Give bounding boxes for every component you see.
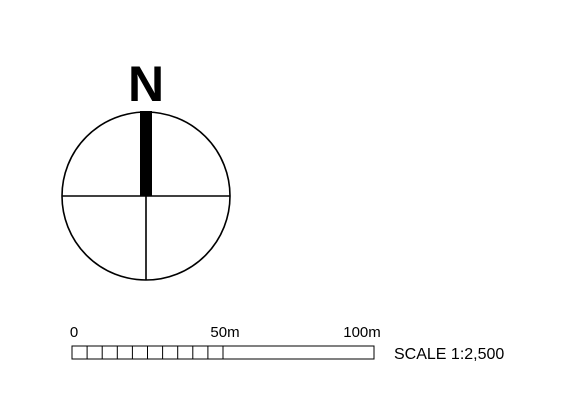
scale-ratio-text: SCALE 1:2,500 — [394, 346, 504, 363]
north-letter: N — [128, 56, 164, 112]
scale-label-100m: 100m — [343, 324, 381, 341]
scale-label-50m: 50m — [210, 324, 239, 341]
scale-label-0: 0 — [70, 324, 78, 341]
compass-north-icon — [61, 111, 231, 281]
north-arrow: N — [61, 56, 231, 281]
scale-bar-segments — [71, 345, 375, 360]
compass-north-needle — [140, 111, 152, 196]
scale-bar: 0 50m 100m SCALE 1:2,500 — [70, 324, 505, 363]
